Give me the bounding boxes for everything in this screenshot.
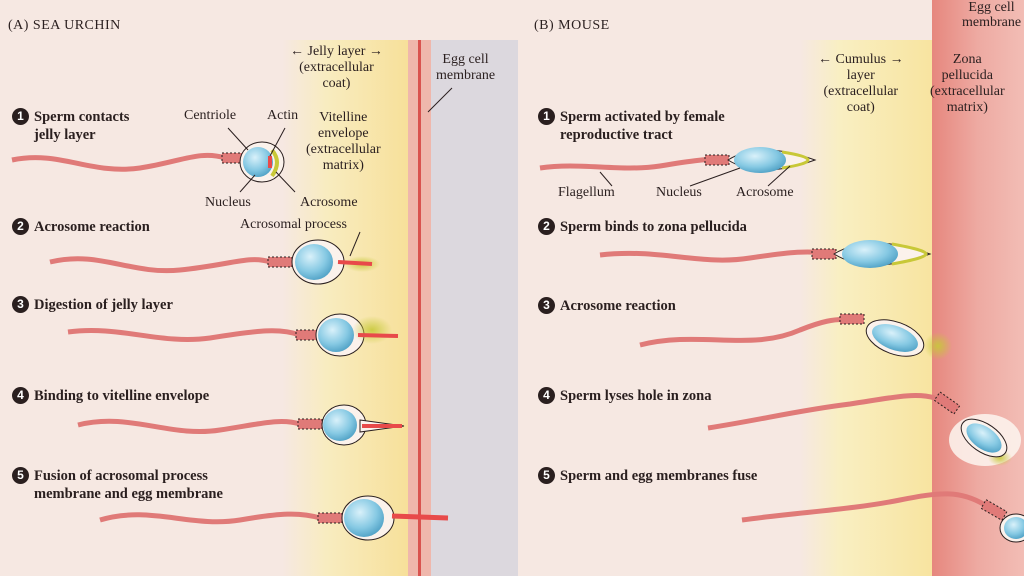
su-step-3-text: Digestion of jelly layer — [34, 297, 173, 313]
su-step-3-number: 3 — [12, 296, 29, 313]
su-step-2: 2 Acrosome reaction — [12, 218, 150, 236]
vitelline-envelope-band — [408, 40, 418, 576]
su-sperm-5 — [99, 495, 449, 541]
su-step-5-text: Fusion of acrosomal process membrane and… — [34, 468, 223, 502]
m-step-3-number: 3 — [538, 297, 555, 314]
su-actin-label: Actin — [267, 108, 299, 123]
su-vitelline-envelope-label: Vitelline envelope (extracellular matrix… — [306, 110, 381, 173]
m-cumulus-layer-label: ← Cumulus → layer (extracellular coat) — [818, 52, 904, 115]
m-egg-membrane-label: Egg cell membrane — [962, 0, 1022, 30]
m-sperm-1 — [539, 147, 817, 187]
su-jelly-layer-label: ← Jelly layer → (extracellular coat) — [290, 44, 383, 91]
m-step-2-number: 2 — [538, 218, 555, 235]
su-step-5-number: 5 — [12, 467, 29, 484]
su-step-4-number: 4 — [12, 387, 29, 404]
m-step-4-number: 4 — [538, 387, 555, 404]
panel-a-title: (A) SEA URCHIN — [8, 18, 121, 33]
su-sperm-3 — [67, 313, 399, 357]
m-step-1-number: 1 — [538, 108, 555, 125]
m-step-2: 2 Sperm binds to zona pellucida — [538, 218, 747, 236]
su-acrosomal-process-label: Acrosomal process — [240, 217, 347, 232]
cumulus-layer-region — [800, 40, 932, 576]
su-egg-membrane-label: Egg cell membrane — [436, 52, 496, 83]
m-step-5-text: Sperm and egg membranes fuse — [560, 468, 758, 484]
m-step-5-number: 5 — [538, 467, 555, 484]
jelly-layer-region — [282, 40, 408, 576]
m-step-5: 5 Sperm and egg membranes fuse — [538, 467, 757, 485]
m-sperm-5 — [741, 491, 1024, 543]
zona-pellucida-region — [932, 0, 1024, 576]
su-step-5: 5 Fusion of acrosomal process membrane an… — [12, 467, 223, 503]
m-step-1: 1 Sperm activated by female reproductive … — [538, 108, 725, 144]
egg-membrane-region — [421, 40, 431, 576]
m-zona-pellucida-label: Zona pellucida (extracellular matrix) — [930, 52, 1005, 115]
su-nucleus-label: Nucleus — [205, 195, 251, 210]
su-acrosome-label: Acrosome — [300, 195, 358, 210]
m-step-3-text: Acrosome reaction — [560, 298, 676, 314]
su-sperm-2 — [49, 231, 380, 285]
egg-membrane-line — [418, 40, 421, 576]
m-step-3: 3 Acrosome reaction — [538, 297, 676, 315]
m-sperm-3 — [639, 313, 952, 360]
su-step-2-number: 2 — [12, 218, 29, 235]
su-step-1: 1 Sperm contacts jelly layer — [12, 108, 129, 144]
su-step-4: 4 Binding to vitelline envelope — [12, 387, 209, 405]
m-step-4-text: Sperm lyses hole in zona — [560, 388, 712, 404]
su-centriole-label: Centriole — [184, 108, 237, 123]
su-sperm-4 — [77, 404, 405, 446]
panel-b-title: (B) MOUSE — [534, 18, 610, 33]
m-acrosome-label: Acrosome — [736, 185, 794, 200]
m-sperm-4 — [707, 391, 1021, 466]
m-sperm-2 — [599, 240, 932, 268]
su-step-1-text: Sperm contacts jelly layer — [34, 109, 130, 143]
su-step-1-number: 1 — [12, 108, 29, 125]
m-step-2-text: Sperm binds to zona pellucida — [560, 219, 747, 235]
egg-cytoplasm-region — [431, 40, 518, 576]
su-step-3: 3 Digestion of jelly layer — [12, 296, 173, 314]
m-flagellum-label: Flagellum — [558, 185, 615, 200]
su-step-4-text: Binding to vitelline envelope — [34, 388, 210, 404]
su-step-2-text: Acrosome reaction — [34, 219, 150, 235]
su-sperm-1 — [11, 127, 296, 193]
m-step-4: 4 Sperm lyses hole in zona — [538, 387, 711, 405]
m-step-1-text: Sperm activated by female reproductive t… — [560, 109, 725, 143]
m-nucleus-label: Nucleus — [656, 185, 702, 200]
